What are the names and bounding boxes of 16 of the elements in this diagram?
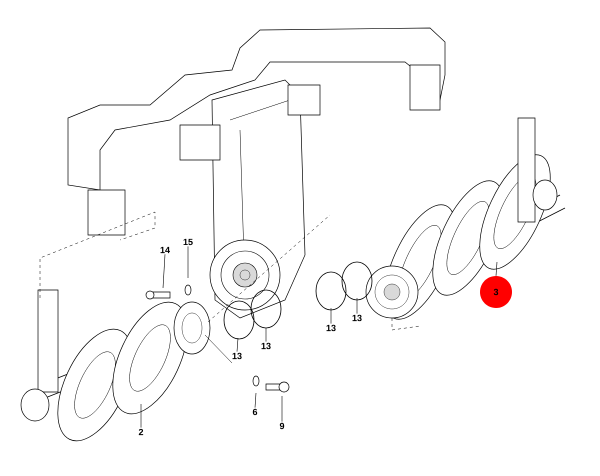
leader-line bbox=[162, 254, 166, 288]
callout-number: 2 bbox=[138, 428, 144, 436]
leader-line bbox=[330, 308, 332, 324]
callout-number: 13 bbox=[326, 324, 336, 332]
callout-number: 14 bbox=[160, 246, 170, 254]
callout-number: 15 bbox=[184, 238, 193, 246]
leader-line bbox=[236, 338, 238, 352]
callout-number: 13 bbox=[352, 314, 362, 322]
leader-line bbox=[356, 298, 358, 314]
callout-number: 9 bbox=[280, 422, 284, 430]
callout-number: 6 bbox=[252, 408, 258, 416]
leader-line bbox=[140, 404, 142, 428]
callout-number: 13 bbox=[232, 352, 242, 360]
callout-number: 13 bbox=[262, 342, 271, 350]
leader-line bbox=[496, 262, 498, 276]
leader-line bbox=[254, 392, 256, 408]
